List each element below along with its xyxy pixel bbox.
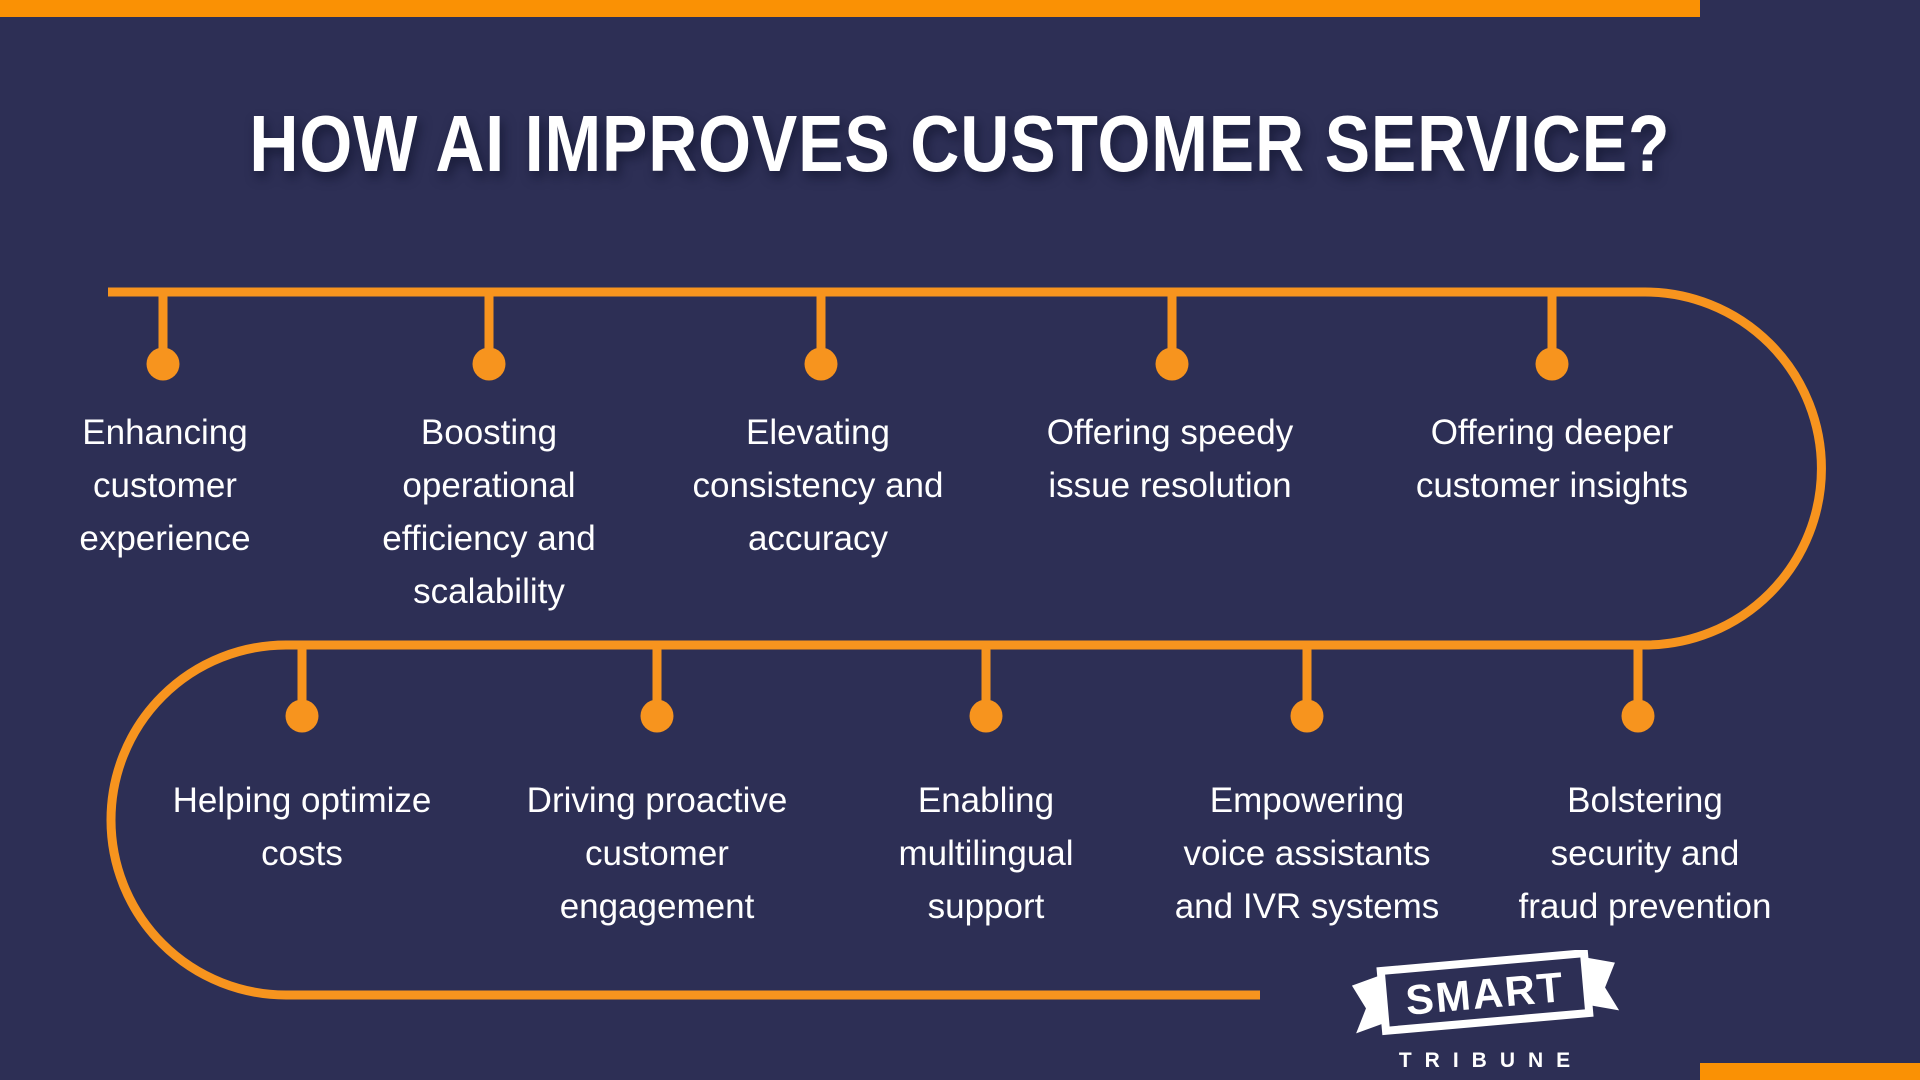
timeline-snake-line — [106, 287, 1826, 1000]
row1-stems — [158, 292, 1557, 350]
timeline-node-icon — [285, 699, 319, 733]
timeline-item-label: Boosting operational efficiency and scal… — [382, 413, 596, 611]
timeline-node-icon — [472, 347, 506, 381]
top-accent-bar — [0, 0, 1700, 17]
timeline-item-label: Offering speedy issue resolution — [1046, 413, 1294, 505]
timeline-node-icon — [146, 347, 180, 381]
timeline-item-label: Elevating consistency and accuracy — [692, 413, 944, 558]
timeline-item-label: Offering deeper customer insights — [1415, 413, 1689, 505]
ribbon-band — [1376, 950, 1594, 1036]
ribbon-left-tail-icon — [1351, 974, 1386, 1034]
timeline-node-icon — [969, 699, 1003, 733]
timeline-item-label: Helping optimize costs — [172, 781, 432, 873]
row2-nodes — [285, 699, 1655, 733]
timeline-item-label: Driving proactive customer engagement — [526, 781, 788, 926]
row2-stems — [297, 645, 1643, 701]
timeline-item-label: Empowering voice assistants and IVR syst… — [1174, 781, 1440, 926]
timeline-item-label: Enhancing customer experience — [79, 413, 251, 558]
timeline-node-icon — [1155, 347, 1189, 381]
timeline-node-icon — [1621, 699, 1655, 733]
logo-sub-text: TRIBUNE — [1399, 1049, 1583, 1072]
ribbon-right-tail-icon — [1584, 957, 1620, 1011]
timeline-node-icon — [1290, 699, 1324, 733]
row1-nodes — [146, 347, 1569, 381]
page-title: HOW AI IMPROVES CUSTOMER SERVICE? — [0, 104, 1920, 184]
timeline-node-icon — [640, 699, 674, 733]
logo-ribbon-banner: SMART — [1351, 950, 1620, 1036]
timeline-item-label: Enabling multilingual support — [898, 781, 1074, 926]
timeline-node-icon — [1535, 347, 1569, 381]
timeline-item-label: Bolstering security and fraud prevention — [1518, 781, 1772, 926]
timeline-node-icon — [804, 347, 838, 381]
brand-logo: SMART TRIBUNE — [1351, 950, 1620, 1072]
page-title-text: HOW AI IMPROVES CUSTOMER SERVICE? — [249, 99, 1671, 188]
bottom-accent-bar — [1700, 1063, 1920, 1080]
